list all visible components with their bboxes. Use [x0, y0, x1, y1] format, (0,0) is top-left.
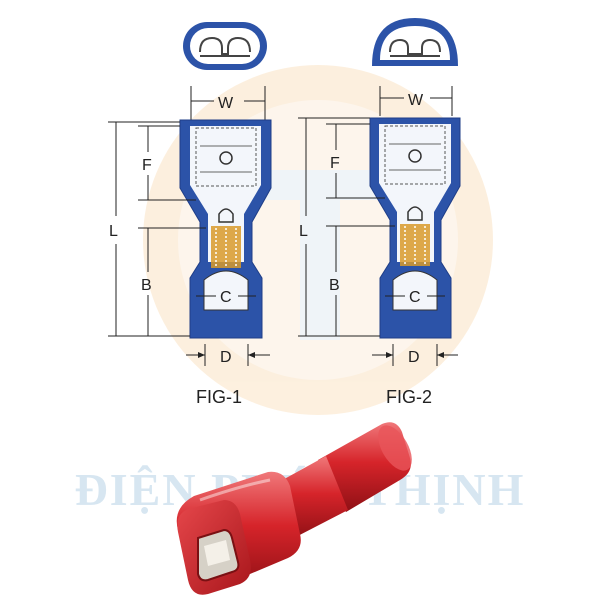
fig-2-dim-f: F [330, 155, 340, 172]
fig-1-cross-section [183, 22, 267, 70]
fig-2-cross-section [372, 18, 458, 66]
fig-1-label: FIG-1 [196, 387, 242, 407]
fig-2: W L F B [298, 18, 461, 407]
fig-2-dim-l: L [299, 223, 308, 240]
fig-1-dim-d: D [220, 349, 232, 366]
fig-1: W L F [108, 22, 272, 407]
fig-1-dim-c: C [220, 289, 232, 306]
fig-2-terminal [369, 117, 461, 339]
fig-2-dim-c: C [409, 289, 421, 306]
fig-1-dim-f: F [142, 157, 152, 174]
fig-1-dim-b: B [141, 277, 152, 294]
fig-1-dim-l: L [109, 223, 118, 240]
fig-2-dim-d: D [408, 349, 420, 366]
fig-1-dim-w: W [218, 95, 234, 112]
terminal-photo [176, 422, 412, 595]
fig-1-terminal [179, 119, 272, 339]
fig-2-label: FIG-2 [386, 387, 432, 407]
fig-2-dim-b: B [329, 277, 340, 294]
fig-2-dim-w: W [408, 92, 424, 109]
